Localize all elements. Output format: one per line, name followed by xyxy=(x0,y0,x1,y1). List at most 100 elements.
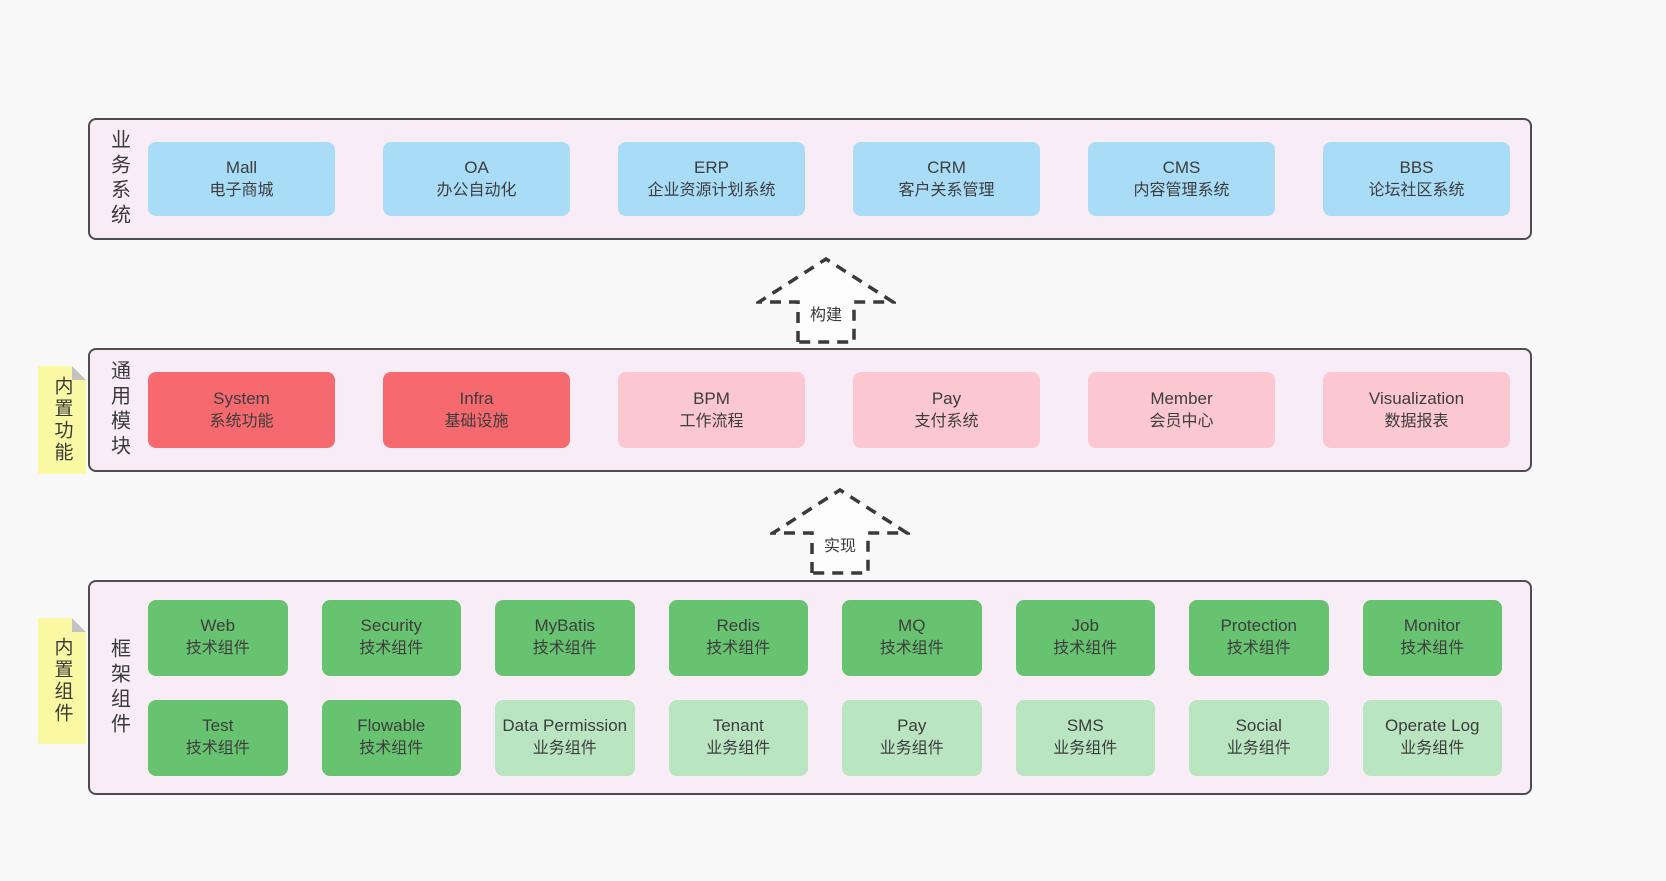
box-title: CRM xyxy=(927,157,966,177)
box-subtitle: 技术组件 xyxy=(185,640,250,658)
box-subtitle: 技术组件 xyxy=(879,640,944,658)
sticky-note-text: 内置功能 xyxy=(51,376,73,464)
component-box-test: Test 技术组件 xyxy=(148,699,288,776)
box-title: SMS xyxy=(1066,716,1104,736)
sticky-note-text: 内置组件 xyxy=(51,637,73,725)
business-systems-row: Mall 电子商城 OA 办公自动化 ERP 企业资源计划系统 CRM 客户关系… xyxy=(148,120,1530,238)
box-title: Flowable xyxy=(357,716,426,736)
box-subtitle: 工作流程 xyxy=(679,412,744,430)
box-title: Job xyxy=(1071,616,1099,636)
box-subtitle: 内容管理系统 xyxy=(1133,181,1230,199)
business-systems-panel: 业务系统 Mall 电子商城 OA 办公自动化 ERP 企业资源计划系统 CRM… xyxy=(88,118,1532,240)
box-subtitle: 技术组件 xyxy=(532,640,597,658)
box-subtitle: 技术组件 xyxy=(1400,640,1465,658)
module-box-member: Member 会员中心 xyxy=(1088,372,1275,448)
module-box-pay: Pay 支付系统 xyxy=(853,372,1040,448)
business-systems-label: 业务系统 xyxy=(107,129,130,229)
build-arrow-label: 构建 xyxy=(806,300,846,326)
common-modules-row: System 系统功能 Infra 基础设施 BPM 工作流程 Pay 支付系统… xyxy=(148,350,1530,470)
module-box-system: System 系统功能 xyxy=(148,372,335,448)
module-box-visualization: Visualization 数据报表 xyxy=(1323,372,1510,448)
box-subtitle: 技术组件 xyxy=(185,740,250,758)
box-subtitle: 技术组件 xyxy=(1053,640,1118,658)
business-box-erp: ERP 企业资源计划系统 xyxy=(618,142,805,216)
box-subtitle: 办公自动化 xyxy=(436,181,517,199)
component-box-mq: MQ 技术组件 xyxy=(842,599,982,676)
box-title: Infra xyxy=(459,388,494,408)
box-title: Web xyxy=(200,616,236,636)
box-title: Social xyxy=(1235,716,1282,736)
component-box-protection: Protection 技术组件 xyxy=(1189,599,1329,676)
box-title: Visualization xyxy=(1368,388,1465,408)
box-subtitle: 数据报表 xyxy=(1384,412,1449,430)
box-title: Tenant xyxy=(712,716,764,736)
box-subtitle: 技术组件 xyxy=(359,740,424,758)
component-box-sms: SMS 业务组件 xyxy=(1015,699,1155,776)
box-title: System xyxy=(213,388,270,408)
box-title: BBS xyxy=(1399,157,1434,177)
box-subtitle: 会员中心 xyxy=(1149,412,1214,430)
box-subtitle: 业务组件 xyxy=(532,740,597,758)
component-box-web: Web 技术组件 xyxy=(148,599,288,676)
framework-components-panel: 框架组件 Web 技术组件 Security 技术组件 MyBatis 技术组件… xyxy=(88,580,1532,795)
components-row-2: Test 技术组件 Flowable 技术组件 Data Permission … xyxy=(148,699,1502,776)
build-arrow: 构建 xyxy=(756,256,896,344)
box-subtitle: 基础设施 xyxy=(444,412,509,430)
box-subtitle: 企业资源计划系统 xyxy=(647,181,776,199)
box-title: Protection xyxy=(1220,616,1298,636)
box-title: Member xyxy=(1150,388,1213,408)
folded-corner-icon xyxy=(72,618,86,632)
box-subtitle: 业务组件 xyxy=(1053,740,1118,758)
box-title: MQ xyxy=(898,616,926,636)
component-box-security: Security 技术组件 xyxy=(321,599,461,676)
common-modules-panel: 通用模块 System 系统功能 Infra 基础设施 BPM 工作流程 Pay… xyxy=(88,348,1532,472)
box-subtitle: 支付系统 xyxy=(914,412,979,430)
box-subtitle: 业务组件 xyxy=(879,740,944,758)
box-subtitle: 业务组件 xyxy=(706,740,771,758)
implement-arrow-label: 实现 xyxy=(820,531,860,557)
business-box-oa: OA 办公自动化 xyxy=(383,142,570,216)
box-title: Data Permission xyxy=(502,716,628,736)
component-box-monitor: Monitor 技术组件 xyxy=(1362,599,1502,676)
component-box-job: Job 技术组件 xyxy=(1015,599,1155,676)
folded-corner-icon xyxy=(72,366,86,380)
box-title: Operate Log xyxy=(1384,716,1480,736)
module-box-bpm: BPM 工作流程 xyxy=(618,372,805,448)
box-subtitle: 业务组件 xyxy=(1400,740,1465,758)
business-box-crm: CRM 客户关系管理 xyxy=(853,142,1040,216)
component-box-pay: Pay 业务组件 xyxy=(842,699,982,776)
box-title: OA xyxy=(464,157,489,177)
box-title: Test xyxy=(202,716,234,736)
implement-arrow: 实现 xyxy=(770,487,910,575)
module-box-infra: Infra 基础设施 xyxy=(383,372,570,448)
box-subtitle: 技术组件 xyxy=(359,640,424,658)
box-title: Pay xyxy=(931,388,962,408)
box-title: ERP xyxy=(694,157,729,177)
business-box-bbs: BBS 论坛社区系统 xyxy=(1323,142,1510,216)
component-box-mybatis: MyBatis 技术组件 xyxy=(495,599,635,676)
business-box-mall: Mall 电子商城 xyxy=(148,142,335,216)
component-box-data-permission: Data Permission 业务组件 xyxy=(495,699,635,776)
common-modules-label: 通用模块 xyxy=(107,360,130,460)
components-row-1: Web 技术组件 Security 技术组件 MyBatis 技术组件 Redi… xyxy=(148,599,1502,676)
box-subtitle: 系统功能 xyxy=(209,412,274,430)
box-title: Mall xyxy=(225,157,258,177)
box-subtitle: 业务组件 xyxy=(1226,740,1291,758)
builtin-components-sticky-note: 内置组件 xyxy=(38,618,86,744)
box-title: Redis xyxy=(716,616,760,636)
component-box-flowable: Flowable 技术组件 xyxy=(321,699,461,776)
builtin-features-sticky-note: 内置功能 xyxy=(38,366,86,474)
component-box-social: Social 业务组件 xyxy=(1189,699,1329,776)
box-title: Security xyxy=(360,616,422,636)
box-subtitle: 技术组件 xyxy=(1226,640,1291,658)
box-subtitle: 电子商城 xyxy=(209,181,274,199)
component-box-tenant: Tenant 业务组件 xyxy=(668,699,808,776)
box-subtitle: 论坛社区系统 xyxy=(1368,181,1465,199)
component-box-operate-log: Operate Log 业务组件 xyxy=(1362,699,1502,776)
component-box-redis: Redis 技术组件 xyxy=(668,599,808,676)
box-title: MyBatis xyxy=(534,616,595,636)
box-title: Pay xyxy=(897,716,927,736)
framework-components-grid: Web 技术组件 Security 技术组件 MyBatis 技术组件 Redi… xyxy=(148,582,1530,793)
box-title: Monitor xyxy=(1403,616,1461,636)
